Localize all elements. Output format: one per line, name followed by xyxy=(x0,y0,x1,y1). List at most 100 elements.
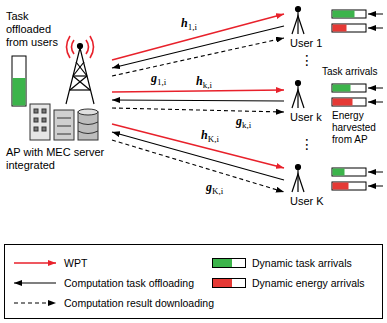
wave xyxy=(90,36,94,58)
label-holder: gk,i xyxy=(235,114,252,130)
task-buffer xyxy=(332,10,366,18)
user-name: User 1 xyxy=(290,37,322,50)
symbol-index: k,i xyxy=(203,80,212,90)
legend-frame xyxy=(5,245,383,319)
building xyxy=(54,110,74,140)
task-buffer xyxy=(12,56,26,106)
user-antennas xyxy=(292,7,304,193)
legend-text: Computation task offloading xyxy=(64,276,194,290)
label-holder: gK,i xyxy=(205,180,224,196)
legend-sample-wpt xyxy=(14,262,56,264)
task-buffer xyxy=(332,84,366,92)
legend-text: WPT xyxy=(64,256,87,270)
label-holder: WPT xyxy=(64,256,87,270)
window xyxy=(42,127,46,131)
legend-swatch-frame xyxy=(212,258,246,268)
building xyxy=(30,104,50,140)
label-holder: hK,i xyxy=(200,128,220,144)
wave xyxy=(86,40,89,54)
label-holder: h1,i xyxy=(180,16,198,32)
channel-label: g1,i xyxy=(150,71,167,87)
buffer-fill xyxy=(13,78,26,106)
symbol-letter: g xyxy=(206,180,212,194)
symbol-letter: h xyxy=(181,16,188,30)
antenna-base xyxy=(292,16,304,34)
symbol-index: 1,i xyxy=(188,22,197,32)
wpt-arrow xyxy=(112,14,284,60)
symbol-letter: h xyxy=(201,128,208,142)
symbol-letter: h xyxy=(201,128,208,142)
offload-arrow xyxy=(112,132,284,180)
tower-brace xyxy=(76,62,87,76)
antenna-tip xyxy=(296,165,301,170)
arrival-arrow xyxy=(368,172,383,173)
legend-text: Dynamic task arrivals xyxy=(252,256,352,270)
window xyxy=(42,118,46,122)
server-slot xyxy=(57,134,71,135)
symbol-letter: g xyxy=(206,180,212,194)
tower-brace xyxy=(73,62,84,76)
task-buffer xyxy=(332,168,366,176)
buffer-outline xyxy=(12,56,26,106)
radio-waves xyxy=(67,36,94,58)
legend-sample-offload xyxy=(14,282,56,283)
label-holder: Energy harvested from AP xyxy=(332,110,382,146)
server-slot xyxy=(57,118,71,119)
energy-fill xyxy=(333,183,349,190)
antenna-tower xyxy=(66,44,94,105)
task-fill xyxy=(333,11,355,18)
window xyxy=(42,109,46,113)
user-buffers xyxy=(332,10,366,190)
access-point-node: AP with MEC server integrated xyxy=(4,54,112,172)
energy-fill xyxy=(333,99,353,106)
annotation: Energy harvested from AP xyxy=(332,110,382,146)
tower-brace xyxy=(70,76,87,90)
user-node: User K xyxy=(284,162,330,208)
channel-label: hK,i xyxy=(200,128,220,144)
legend-swatch-frame xyxy=(212,278,246,288)
server-slot xyxy=(57,126,71,127)
label-holder: Task arrivals xyxy=(322,66,378,78)
database-top xyxy=(78,109,98,115)
antenna-base xyxy=(292,174,304,192)
database-ring xyxy=(78,122,98,134)
ellipsis: ⋮ xyxy=(300,136,314,152)
channel-label: hk,i xyxy=(195,74,213,90)
symbol-letter: h xyxy=(181,16,188,30)
label-holder: ⋮ xyxy=(300,52,314,68)
legend-text: Computation result downloading xyxy=(64,296,214,310)
window xyxy=(34,127,38,131)
symbol-index: K,i xyxy=(212,186,223,196)
task-fill xyxy=(333,169,345,176)
antenna-base xyxy=(292,90,304,108)
symbol-index: K,i xyxy=(208,134,219,144)
mec-server xyxy=(30,104,98,140)
channel-label: gK,i xyxy=(205,180,224,196)
energy-buffer xyxy=(332,182,366,190)
window xyxy=(34,118,38,122)
arrival-arrow xyxy=(368,28,383,29)
tower-brace xyxy=(70,89,90,90)
energy-buffer xyxy=(332,24,366,32)
label-holder: Task offloaded from users xyxy=(6,10,64,49)
arrival-arrow xyxy=(368,14,383,15)
user-name: User k xyxy=(290,111,322,124)
arrival-arrow xyxy=(368,88,383,89)
wpt-arrow xyxy=(112,124,284,168)
channel-label: h1,i xyxy=(180,16,198,32)
arrival-arrows xyxy=(368,14,383,186)
annotation: Task arrivals xyxy=(322,66,378,78)
offload-arrow xyxy=(112,100,284,101)
symbol-index: k,i xyxy=(242,120,251,130)
label-holder: ⋮ xyxy=(300,136,314,152)
tower-brace xyxy=(73,76,90,90)
label-holder: Dynamic energy arrivals xyxy=(252,276,365,290)
offload-arrow xyxy=(112,26,284,68)
label-holder: hk,i xyxy=(195,74,213,90)
user-node: User k xyxy=(284,78,330,124)
database xyxy=(78,112,98,140)
energy-buffer xyxy=(332,98,366,106)
antenna-tip xyxy=(78,44,83,49)
energy-fill xyxy=(333,25,347,32)
